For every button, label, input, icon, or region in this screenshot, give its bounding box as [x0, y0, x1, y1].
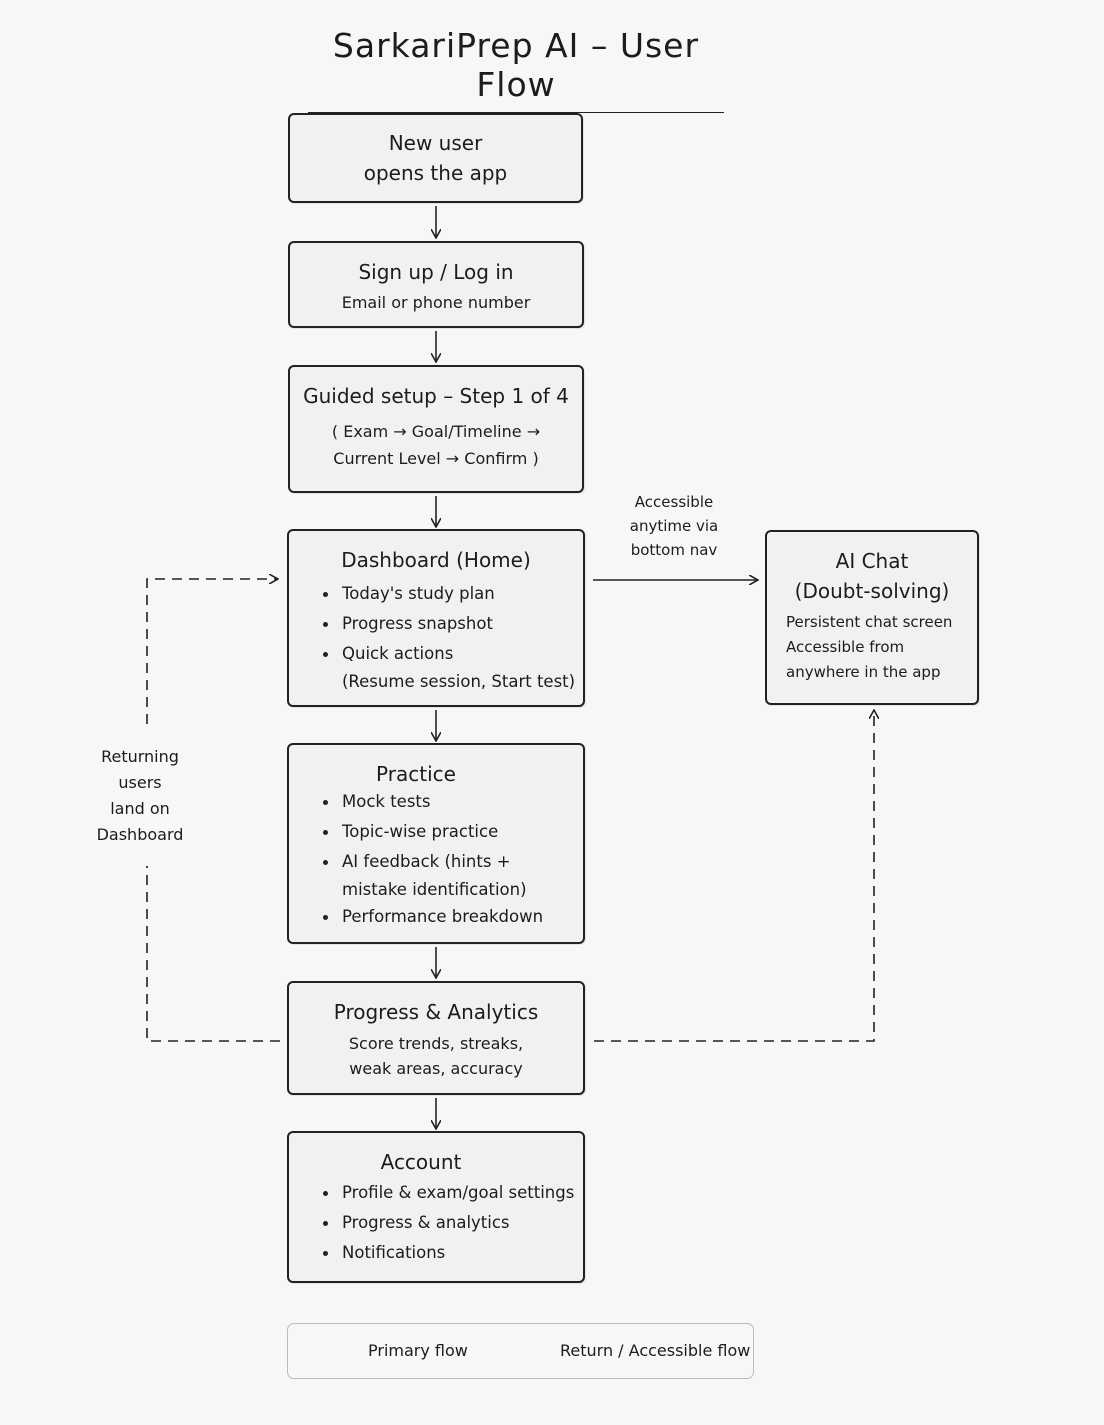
account-item-list: Profile & exam/goal settings Progress & …	[321, 1178, 583, 1268]
legend-return-label: Return / Accessible flow	[560, 1341, 751, 1360]
dashboard-item: Quick actions (Resume session, Start tes…	[321, 639, 583, 694]
practice-item-sub: mistake identification)	[342, 880, 527, 899]
node-setup-steps-line-2: Current Level → Confirm )	[333, 449, 539, 468]
node-ai-chat-line-3: anywhere in the app	[786, 663, 941, 681]
annotation-accessible-line: anytime via	[629, 517, 719, 535]
annotation-returning-line: land on	[110, 799, 170, 818]
dashed-return-lower	[146, 866, 280, 1042]
dashboard-item-list: Today's study plan Progress snapshot Qui…	[321, 579, 583, 694]
diagram-title: SarkariPrep AI – User Flow	[308, 26, 724, 113]
practice-item: Mock tests	[321, 787, 583, 817]
practice-item: Topic-wise practice	[321, 817, 583, 847]
node-progress-analytics: Progress & Analytics Score trends, strea…	[287, 981, 585, 1095]
node-progress-line-1: Score trends, streaks,	[348, 1034, 524, 1053]
node-ai-chat: AI Chat (Doubt-solving) Persistent chat …	[765, 530, 979, 705]
node-setup-steps-line-1: ( Exam → Goal/Timeline →	[331, 422, 541, 441]
annotation-accessible-line: Accessible	[634, 493, 714, 511]
dashed-accessible-loop	[594, 710, 874, 1042]
account-item: Profile & exam/goal settings	[321, 1178, 583, 1208]
node-signup-title: Sign up / Log in	[358, 260, 514, 284]
practice-item: Performance breakdown	[321, 902, 583, 932]
node-ai-chat-title-line-2: (Doubt-solving)	[794, 579, 950, 603]
annotation-returning-line: Returning	[101, 747, 179, 766]
annotation-accessible-line: bottom nav	[630, 541, 718, 559]
annotation-returning-line: Dashboard	[96, 825, 184, 844]
annotation-returning-line: users	[118, 773, 162, 792]
dashed-return-upper	[146, 579, 278, 724]
dashboard-item: Progress snapshot	[321, 609, 583, 639]
node-ai-chat-title-line-1: AI Chat	[835, 549, 909, 573]
node-account-title: Account	[380, 1150, 462, 1174]
node-dashboard-title: Dashboard (Home)	[341, 548, 531, 572]
node-setup-title: Guided setup – Step 1 of 4	[303, 384, 569, 408]
node-new-user-line-1: New user	[388, 131, 483, 155]
practice-item: AI feedback (hints + mistake identificat…	[321, 847, 583, 902]
node-new-user: New user opens the app	[288, 113, 583, 203]
node-guided-setup: Guided setup – Step 1 of 4 ( Exam → Goal…	[288, 365, 584, 493]
node-ai-chat-line-2: Accessible from	[786, 638, 905, 656]
node-account: Account Profile & exam/goal settings Pro…	[287, 1131, 585, 1283]
node-progress-line-2: weak areas, accuracy	[349, 1059, 523, 1078]
node-ai-chat-line-1: Persistent chat screen	[786, 613, 953, 631]
annotation-returning: Returning users land on Dashboard	[80, 744, 200, 848]
annotation-accessible: Accessible anytime via bottom nav	[604, 490, 744, 562]
dashboard-item: Today's study plan	[321, 579, 583, 609]
legend: Primary flow Return / Accessible flow	[287, 1323, 754, 1379]
node-practice: Practice Mock tests Topic-wise practice …	[287, 743, 585, 944]
node-signup-subtitle: Email or phone number	[341, 293, 531, 312]
node-dashboard: Dashboard (Home) Today's study plan Prog…	[287, 529, 585, 707]
node-progress-title: Progress & Analytics	[333, 1000, 539, 1024]
node-new-user-line-2: opens the app	[363, 161, 508, 185]
dashboard-item-sub: (Resume session, Start test)	[342, 672, 576, 691]
account-item: Notifications	[321, 1238, 583, 1268]
legend-primary-label: Primary flow	[368, 1341, 468, 1360]
node-signup: Sign up / Log in Email or phone number	[288, 241, 584, 328]
node-practice-title: Practice	[376, 762, 456, 786]
dashboard-item-label: Quick actions	[342, 644, 454, 663]
practice-item-label: AI feedback (hints +	[342, 852, 511, 871]
practice-item-list: Mock tests Topic-wise practice AI feedba…	[321, 787, 583, 932]
account-item: Progress & analytics	[321, 1208, 583, 1238]
